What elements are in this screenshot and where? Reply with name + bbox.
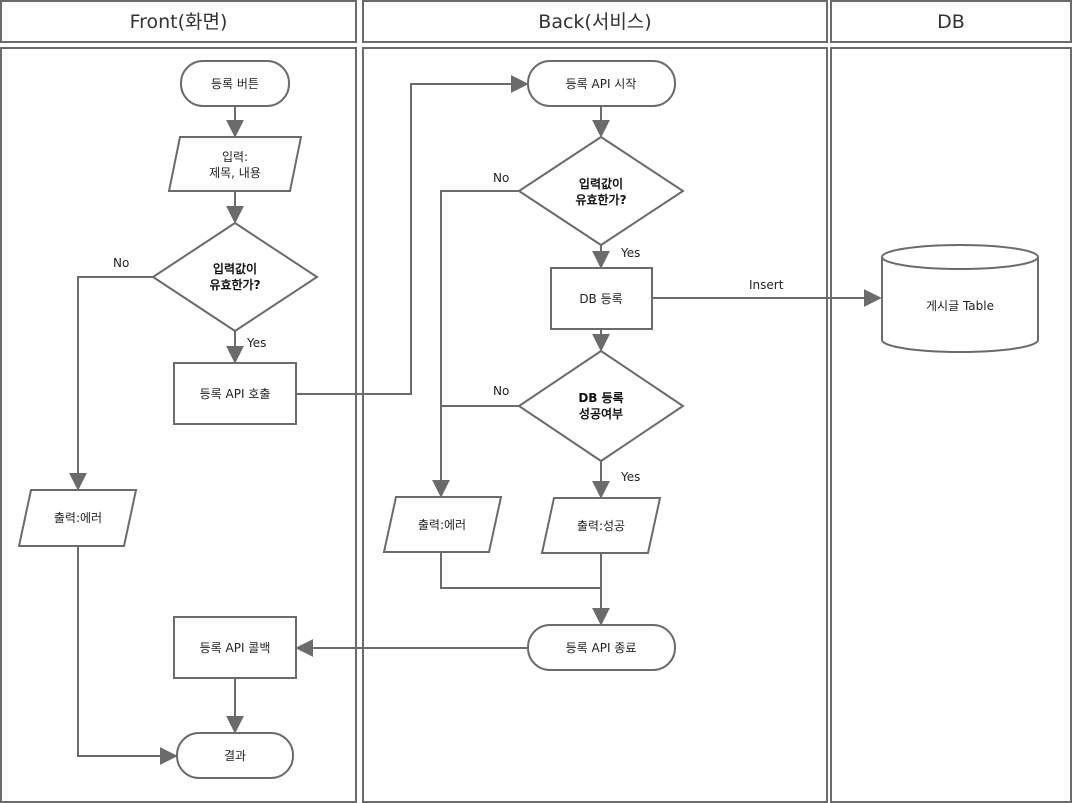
node-db-register: DB 등록 — [550, 267, 653, 330]
node-input-line2: 제목, 내용 — [209, 166, 261, 180]
lane-title-db: DB — [937, 11, 965, 33]
lane-title-back: Back(서비스) — [538, 11, 651, 33]
node-call-api: 등록 API 호출 — [173, 362, 297, 425]
label-no-front: No — [113, 256, 129, 270]
node-front-output-error-label: 출력:에러 — [54, 511, 102, 525]
node-success-line1: DB 등록 — [578, 390, 623, 405]
edge-valid-no — [69, 276, 153, 491]
node-register-button-label: 등록 버튼 — [211, 77, 259, 91]
node-api-start-label: 등록 API 시작 — [566, 77, 637, 91]
node-api-start: 등록 API 시작 — [527, 60, 676, 107]
node-output-success: 출력:성공 — [540, 497, 662, 554]
node-input: 입력: 제목, 내용 — [167, 136, 303, 192]
label-yes-back-valid: Yes — [620, 246, 640, 260]
node-back-output-error: 출력:에러 — [382, 496, 503, 553]
node-front-valid-line1: 입력값이 — [213, 261, 257, 276]
node-register-button: 등록 버튼 — [180, 60, 290, 107]
edge-call-to-start — [296, 75, 529, 395]
lane-title-front: Front(화면) — [130, 11, 228, 33]
node-callback: 등록 API 콜백 — [173, 616, 297, 679]
edge-valid-no-back — [432, 190, 519, 498]
node-success-line2: 성공여부 — [579, 406, 623, 421]
node-output-success-label: 출력:성공 — [577, 519, 625, 533]
node-back-valid-line2: 유효한가? — [575, 192, 626, 207]
node-front-valid-line2: 유효한가? — [209, 277, 260, 292]
label-no-back-valid: No — [493, 171, 509, 185]
lane-header-db: DB — [830, 0, 1072, 43]
node-back-valid-decision: 입력값이 유효한가? — [517, 135, 685, 247]
label-insert: Insert — [749, 278, 784, 292]
node-call-api-label: 등록 API 호출 — [200, 387, 271, 401]
node-api-end-label: 등록 API 종료 — [566, 641, 637, 655]
label-yes-front: Yes — [246, 336, 266, 350]
node-callback-label: 등록 API 콜백 — [200, 641, 271, 655]
edge-error-to-merge — [440, 552, 601, 589]
label-no-back-success: No — [493, 384, 509, 398]
label-yes-back-success: Yes — [620, 470, 640, 484]
node-result: 결과 — [176, 732, 294, 779]
node-back-output-error-label: 출력:에러 — [418, 518, 466, 532]
lane-header-front: Front(화면) — [0, 0, 357, 43]
node-result-label: 결과 — [224, 749, 246, 763]
node-front-valid-decision: 입력값이 유효한가? — [151, 221, 319, 333]
lane-body-db — [830, 47, 1072, 803]
node-success-decision: DB 등록 성공여부 — [517, 349, 685, 463]
node-db-table: 게시글 Table — [881, 244, 1039, 353]
node-input-line1: 입력: — [222, 150, 248, 164]
edge-error-to-result — [77, 546, 178, 765]
lane-header-back: Back(서비스) — [362, 0, 828, 43]
node-front-output-error: 출력:에러 — [17, 489, 138, 547]
node-db-table-label: 게시글 Table — [926, 299, 994, 313]
node-back-valid-line1: 입력값이 — [579, 176, 623, 191]
node-api-end: 등록 API 종료 — [527, 624, 676, 671]
node-db-register-label: DB 등록 — [579, 292, 622, 306]
